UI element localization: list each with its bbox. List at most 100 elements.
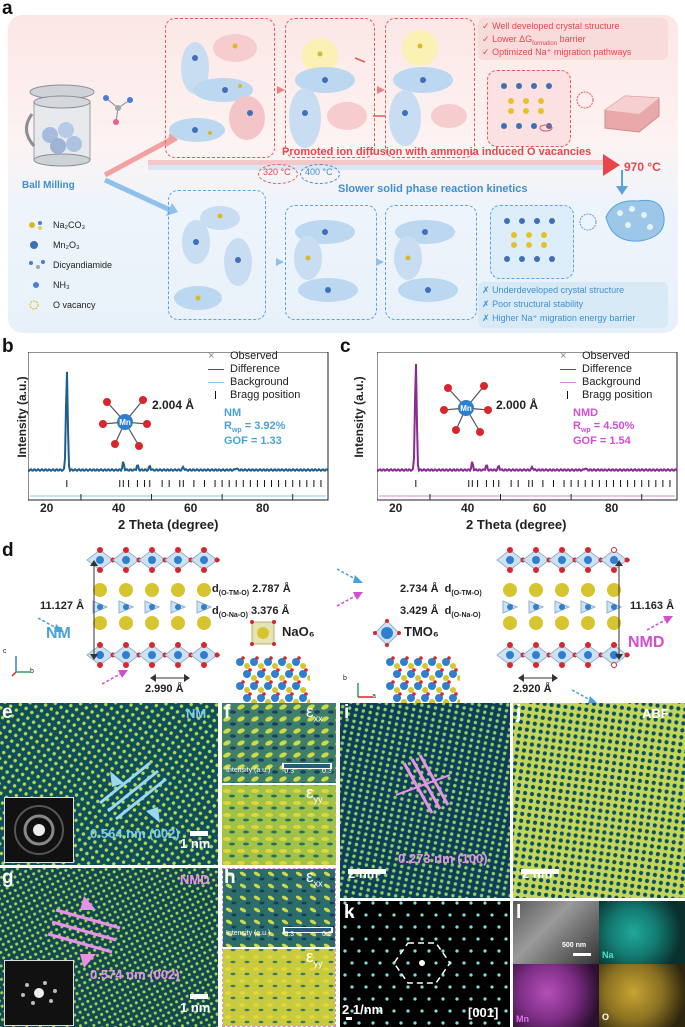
tm-atom bbox=[236, 682, 244, 690]
diffraction-spot bbox=[406, 985, 410, 989]
blue-stage-box-3 bbox=[385, 205, 477, 320]
diffraction-spot bbox=[497, 973, 501, 977]
top-particles bbox=[169, 30, 467, 148]
tm-atom bbox=[97, 604, 103, 610]
na-atom bbox=[394, 687, 400, 693]
tm-atom bbox=[200, 556, 208, 564]
zoom-circle-top bbox=[576, 91, 594, 109]
panel-c-bond: 2.000 Å bbox=[496, 398, 539, 412]
drawback-1: Underdeveloped crystal structure bbox=[492, 285, 625, 295]
na-atom bbox=[436, 663, 442, 669]
panel-e-hrtem bbox=[0, 703, 218, 865]
na-atom bbox=[258, 663, 264, 669]
o-atom bbox=[454, 668, 458, 672]
tm-atom bbox=[257, 670, 265, 678]
diffraction-spot bbox=[420, 937, 424, 941]
o-atom bbox=[269, 656, 273, 660]
tm-atom bbox=[532, 651, 540, 659]
check-icon: ✓ bbox=[482, 34, 490, 44]
diffraction-spot bbox=[483, 925, 487, 929]
diffraction-spot bbox=[441, 949, 445, 953]
o-atom bbox=[262, 692, 266, 696]
o-atom bbox=[585, 547, 591, 553]
o-atom bbox=[201, 642, 207, 648]
tm-atom bbox=[428, 658, 436, 666]
legend-observed-mark: × bbox=[560, 350, 567, 362]
diffraction-spot bbox=[385, 997, 389, 1001]
red-stage-box-3 bbox=[385, 18, 475, 158]
branch-arrows bbox=[103, 132, 178, 216]
o-atom bbox=[533, 567, 539, 573]
diffraction-spot bbox=[455, 973, 459, 977]
na-atom bbox=[93, 616, 107, 630]
right-a-arrow bbox=[518, 674, 558, 682]
diffraction-spot bbox=[434, 985, 438, 989]
diffraction-spot bbox=[371, 949, 375, 953]
panel-b-ylabel: Intensity (a.u.) bbox=[15, 376, 29, 458]
o-atom bbox=[426, 668, 430, 672]
panel-label-d: d bbox=[2, 540, 14, 561]
tm-atom bbox=[558, 651, 566, 659]
na-atom bbox=[503, 616, 517, 630]
cross-icon: ✗ bbox=[482, 313, 490, 323]
diffraction-spot bbox=[357, 925, 361, 929]
left-a-arrow bbox=[150, 674, 190, 682]
o-atom bbox=[412, 668, 416, 672]
diffraction-spot bbox=[441, 997, 445, 1001]
panel-e-sample: NM bbox=[186, 706, 207, 721]
tm-atom bbox=[236, 658, 244, 666]
o-atom bbox=[97, 642, 103, 648]
diffraction-spot bbox=[385, 949, 389, 953]
nmd-crystal-structure bbox=[501, 83, 553, 132]
panel-c-ylabel: Intensity (a.u.) bbox=[352, 376, 366, 458]
o-atom bbox=[123, 547, 129, 553]
diffraction-spot bbox=[469, 997, 473, 1001]
tm-atom bbox=[96, 651, 104, 659]
o-atom bbox=[426, 692, 430, 696]
tm-atom bbox=[421, 670, 429, 678]
legend-background-line bbox=[560, 382, 576, 383]
o-atom bbox=[559, 642, 565, 648]
tm-atom bbox=[285, 694, 293, 702]
mno6-octahedron-nmd: Mn bbox=[440, 382, 492, 436]
o-atom bbox=[304, 692, 308, 696]
tm-atom bbox=[435, 670, 443, 678]
legend-nh3-icon bbox=[26, 278, 46, 294]
check-icon: ✓ bbox=[482, 21, 490, 31]
left-d-nao: d(O-Na-O) 3.376 Å bbox=[212, 605, 290, 620]
na-atom bbox=[272, 663, 278, 669]
ball-milling-label: Ball Milling bbox=[22, 180, 75, 191]
na-atom bbox=[293, 675, 299, 681]
nmd-crystal-box bbox=[487, 70, 571, 147]
na-atom bbox=[581, 616, 595, 630]
tm-atom bbox=[435, 694, 443, 702]
panel-g-hrtem bbox=[0, 868, 218, 1027]
o-atom bbox=[447, 656, 451, 660]
na-atom bbox=[251, 675, 257, 681]
o-atom bbox=[297, 656, 301, 660]
nm-c-dimension-arrow bbox=[90, 560, 98, 660]
panel-f-cbar-min: -0.3 bbox=[282, 768, 295, 775]
legend-bragg: Bragg position bbox=[230, 389, 301, 401]
diffraction-spot bbox=[483, 1021, 487, 1025]
tm-atom bbox=[175, 604, 181, 610]
diffraction-spot bbox=[385, 973, 389, 977]
panel-h-cbar-min: -0.3 bbox=[282, 931, 295, 938]
tm-atom bbox=[292, 658, 300, 666]
benefit-2: Lower ΔG bbox=[492, 34, 533, 44]
diffraction-spot bbox=[343, 973, 347, 977]
o-atom bbox=[255, 680, 259, 684]
diffraction-spot bbox=[483, 997, 487, 1001]
panel-label-a: a bbox=[2, 0, 13, 19]
axes-ba-icon bbox=[357, 683, 372, 698]
diffraction-spot bbox=[455, 997, 459, 1001]
o-atom bbox=[611, 642, 617, 648]
tm-atom bbox=[506, 651, 514, 659]
diffraction-spot bbox=[462, 913, 466, 917]
o-atom bbox=[585, 642, 591, 648]
diffraction-spot bbox=[385, 901, 389, 905]
panel-label-l: l bbox=[516, 902, 522, 923]
na-atom bbox=[422, 687, 428, 693]
diffraction-spot bbox=[469, 973, 473, 977]
nmd-layered-structure bbox=[496, 547, 630, 668]
